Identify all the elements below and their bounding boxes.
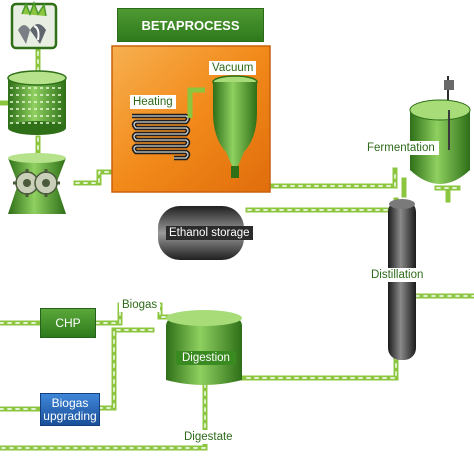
heating-coil-icon	[131, 87, 205, 161]
chp-box: CHP	[40, 308, 96, 338]
shredder-icon	[8, 153, 66, 214]
heating-label: Heating	[130, 95, 176, 109]
pipe-digestate	[0, 381, 208, 451]
biogas-upgrading-line1: Biogas	[51, 395, 89, 410]
pipe-storage-to-distillation	[245, 197, 399, 213]
chp-label: CHP	[55, 315, 81, 330]
biogas-label: Biogas	[119, 298, 161, 312]
ethanol-storage-label: Ethanol storage	[166, 226, 253, 240]
vacuum-vessel-icon	[212, 75, 258, 178]
digestate-label: Digestate	[181, 430, 236, 444]
beet-feedstock-icon	[10, 0, 58, 50]
pipe-to-process	[73, 169, 115, 186]
biogas-upgrading-box: Biogas upgrading	[40, 393, 100, 426]
digestion-tank-icon	[166, 310, 242, 385]
pipe-distillation-to-digestion	[240, 353, 399, 381]
distillation-label: Distillation	[368, 268, 427, 282]
fermentation-tank-icon	[409, 76, 471, 184]
washer-drum-icon	[7, 70, 67, 135]
biogas-upgrading-line2: upgrading	[43, 408, 97, 423]
fermentation-label: Fermentation	[363, 141, 439, 155]
betaprocess-title: BETAPROCESS	[117, 8, 264, 42]
vacuum-label: Vacuum	[209, 61, 257, 75]
digestion-label: Digestion	[176, 351, 236, 365]
pipe-digestion-to-upgrading	[97, 327, 155, 411]
